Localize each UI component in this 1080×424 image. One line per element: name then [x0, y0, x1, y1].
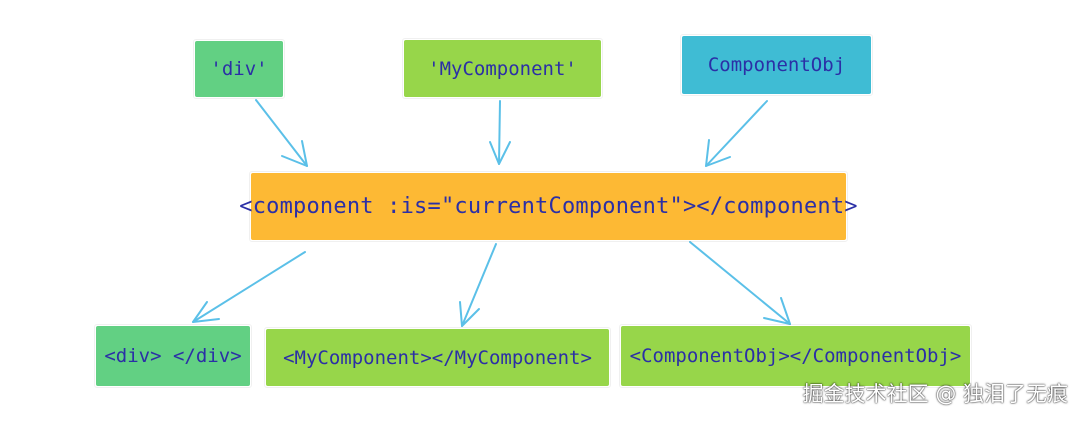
arrow-componentobj-to-component — [705, 100, 768, 167]
component-template-node: <component :is="currentComponent"></comp… — [239, 171, 858, 242]
arrow-component-to-componentobj — [689, 241, 791, 325]
output-div-label: <div> </div> — [104, 345, 242, 367]
watermark: 掘金技术社区 @ 独泪了无痕 — [802, 382, 1068, 406]
input-mycomponent-node: 'MyComponent' — [402, 38, 603, 99]
arrow-div-to-component — [255, 99, 308, 167]
output-componentobj-label: <ComponentObj></ComponentObj> — [629, 345, 962, 367]
input-div-node: 'div' — [193, 39, 285, 99]
input-componentobj-node: ComponentObj — [680, 34, 873, 96]
input-componentobj-label: ComponentObj — [707, 54, 846, 76]
output-mycomponent-node: <MyComponent></MyComponent> — [264, 327, 611, 388]
output-div-node: <div> </div> — [94, 324, 252, 388]
component-template-label: <component :is="currentComponent"></comp… — [239, 194, 858, 219]
input-div-label: 'div' — [210, 58, 268, 80]
arrow-mycomponent-to-component — [489, 100, 511, 165]
output-componentobj-node: <ComponentObj></ComponentObj> — [619, 324, 972, 388]
arrow-component-to-div — [192, 251, 306, 323]
input-mycomponent-label: 'MyComponent' — [428, 57, 577, 80]
arrow-component-to-mycomponent — [459, 243, 497, 327]
output-mycomponent-label: <MyComponent></MyComponent> — [283, 346, 592, 369]
